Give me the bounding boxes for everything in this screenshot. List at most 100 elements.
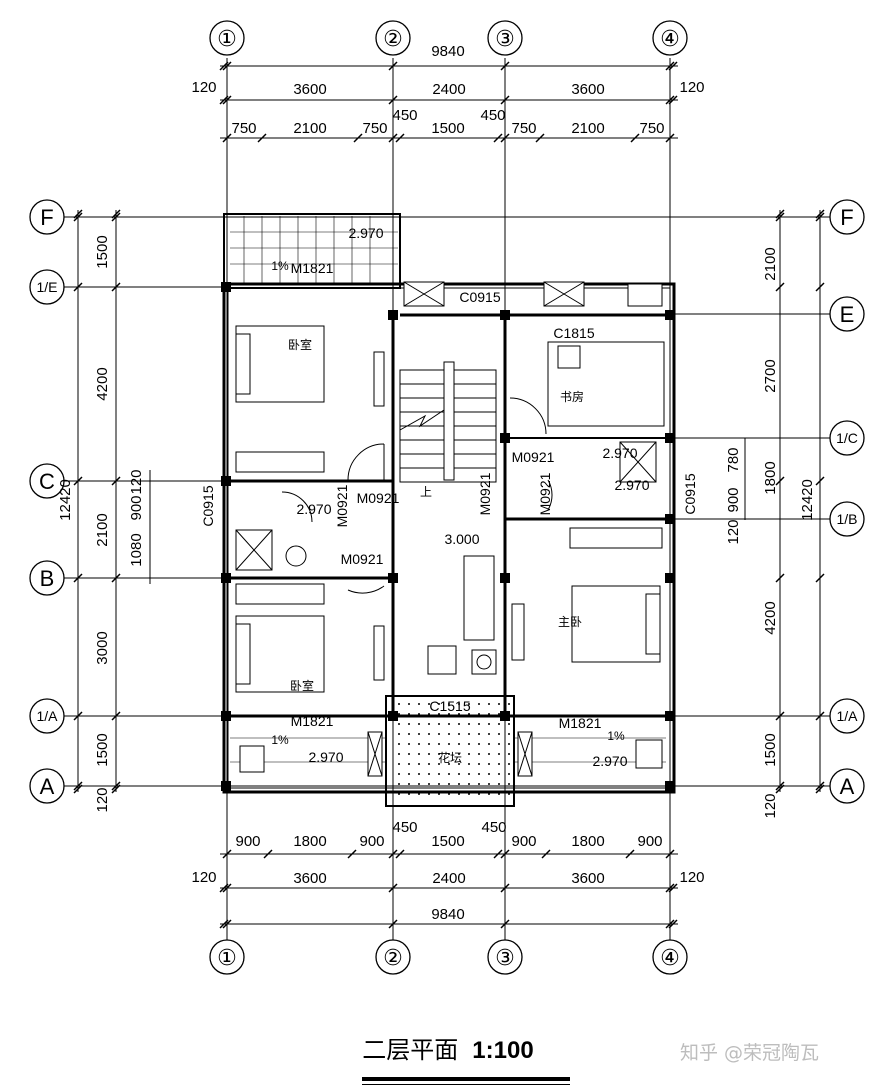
dim-left-r1: 4200 bbox=[94, 367, 111, 400]
dim-tick bbox=[775, 209, 785, 219]
dim-left-r7: 1500 bbox=[94, 733, 111, 766]
planter-dot bbox=[398, 783, 400, 785]
planter-dot bbox=[408, 783, 410, 785]
planter-dot bbox=[468, 763, 470, 765]
planter-dot bbox=[468, 773, 470, 775]
dim-tick bbox=[775, 711, 785, 721]
dim-bspan-2: 2400 bbox=[432, 870, 465, 887]
planter-dot bbox=[428, 753, 430, 755]
planter-dot bbox=[428, 733, 430, 735]
label-bedroom-south: 卧室 bbox=[290, 678, 314, 693]
planter-dot bbox=[508, 713, 510, 715]
axis-left-1-label: 1/E bbox=[36, 279, 57, 295]
dim-tick bbox=[665, 919, 675, 929]
dim-tick bbox=[665, 61, 675, 71]
dim-tick bbox=[500, 61, 510, 71]
room-labels: 卧室 卧室 书房 主卧 花坛 上 bbox=[288, 337, 584, 765]
axis-top-2-circle bbox=[487, 20, 523, 56]
dim-tick bbox=[535, 133, 545, 143]
dim-tick bbox=[111, 784, 121, 794]
dim-tick bbox=[815, 573, 825, 583]
planter-dot bbox=[488, 723, 490, 725]
dim-left-r5: 1080 bbox=[128, 533, 145, 566]
dim-tick bbox=[775, 781, 785, 791]
planter-dot bbox=[498, 783, 500, 785]
dimension-lines bbox=[77, 65, 821, 925]
axis-left-0-circle bbox=[29, 199, 65, 235]
dim-tick bbox=[815, 212, 825, 222]
dim-left-r3: 2100 bbox=[94, 513, 111, 546]
grid-lines bbox=[64, 58, 830, 940]
planter-dot bbox=[398, 793, 400, 795]
dim-bspan-1: 3600 bbox=[293, 870, 326, 887]
axis-left-1: 1/E bbox=[29, 269, 65, 305]
dim-left-r8: 120 bbox=[94, 787, 111, 812]
axis-right-3-label: 1/B bbox=[836, 511, 857, 527]
door-swings bbox=[281, 397, 553, 594]
axis-left-5: A bbox=[29, 768, 65, 804]
planter-dot bbox=[508, 773, 510, 775]
axis-left-3-label: B bbox=[40, 566, 55, 591]
dim-tick bbox=[668, 95, 678, 105]
dim-tick bbox=[775, 573, 785, 583]
axis-bottom-0-label: ① bbox=[217, 945, 237, 970]
dim-tick bbox=[668, 61, 678, 71]
dim-top-d8: 750 bbox=[639, 120, 664, 137]
planter-dot bbox=[408, 753, 410, 755]
axis-left-0: F bbox=[29, 199, 65, 235]
dim-bottom-d7: 1800 bbox=[571, 833, 604, 850]
dim-tick bbox=[541, 849, 551, 859]
axis-right-6: A bbox=[829, 768, 865, 804]
dim-tick bbox=[500, 919, 510, 929]
planter-dot bbox=[418, 793, 420, 795]
label-window-c0915-left: C0915 bbox=[200, 485, 216, 526]
planter-dot bbox=[508, 793, 510, 795]
planter-dot bbox=[448, 773, 450, 775]
label-door-m0921-study: M0921 bbox=[512, 449, 555, 465]
planter-dot bbox=[438, 703, 440, 705]
title-underline-thin bbox=[362, 1084, 570, 1085]
dim-tick bbox=[388, 883, 398, 893]
dim-top-d6: 750 bbox=[511, 120, 536, 137]
axis-bottom-0-circle bbox=[209, 939, 245, 975]
component-labels: C0915 C1815 C1515 C0915 C0915 M1821 M182… bbox=[200, 225, 698, 769]
axis-right-0: F bbox=[829, 199, 865, 235]
planter-dot bbox=[478, 783, 480, 785]
planter-dot bbox=[508, 753, 510, 755]
dim-bottom-d2: 900 bbox=[359, 833, 384, 850]
axis-bottom-1-circle bbox=[375, 939, 411, 975]
planter-dot bbox=[398, 743, 400, 745]
dim-tick bbox=[388, 95, 398, 105]
axis-bottom-1-label: ② bbox=[383, 945, 403, 970]
planter-dot bbox=[478, 743, 480, 745]
axis-left-0-label: F bbox=[40, 205, 53, 230]
dim-tick bbox=[815, 282, 825, 292]
planter-dot bbox=[478, 793, 480, 795]
axis-left-2-label: C bbox=[39, 469, 55, 494]
label-stairs-up: 上 bbox=[420, 485, 432, 499]
label-elev-bath-w: 2.970 bbox=[296, 501, 331, 517]
planter-dot bbox=[478, 763, 480, 765]
dim-tick bbox=[500, 849, 510, 859]
axis-right-2-circle bbox=[829, 420, 865, 456]
axis-bottom-0: ① bbox=[209, 939, 245, 975]
planter-dot bbox=[448, 753, 450, 755]
axis-right-2: 1/C bbox=[829, 420, 865, 456]
planter-dot bbox=[448, 703, 450, 705]
title-text: 二层平面 bbox=[362, 1036, 459, 1064]
dim-tick bbox=[73, 282, 83, 292]
label-bedroom-north: 卧室 bbox=[288, 337, 312, 352]
axis-top-0-circle bbox=[209, 20, 245, 56]
planter-dot bbox=[408, 773, 410, 775]
planter-dot bbox=[398, 733, 400, 735]
dim-bottom-d1: 1800 bbox=[293, 833, 326, 850]
label-window-c1515: C1515 bbox=[429, 698, 470, 714]
planter-dot bbox=[468, 753, 470, 755]
dim-tick bbox=[395, 849, 405, 859]
axis-left-4-circle bbox=[29, 698, 65, 734]
planter-dot bbox=[438, 733, 440, 735]
planter-dot bbox=[508, 723, 510, 725]
dim-tick bbox=[222, 883, 232, 893]
